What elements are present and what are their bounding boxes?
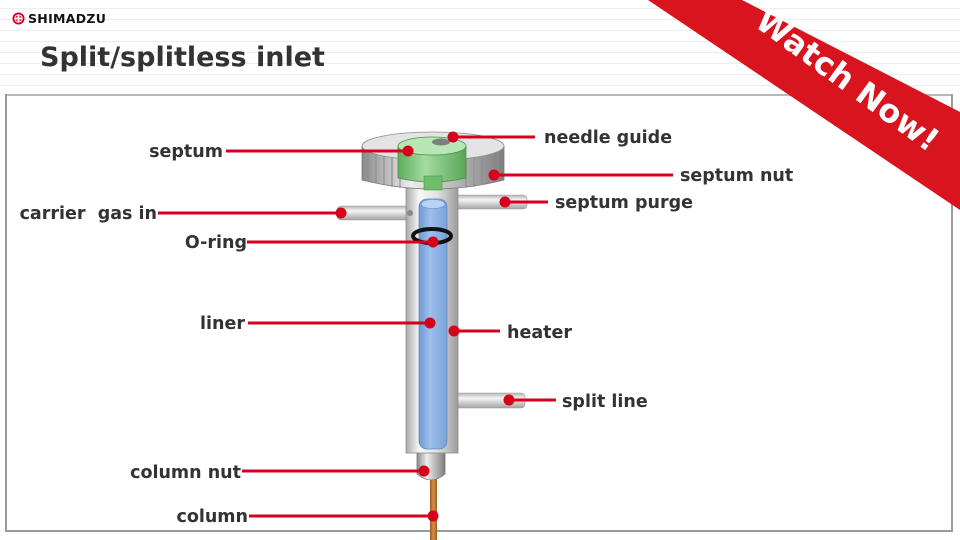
logo-text: SHIMADZU [28, 11, 107, 26]
label-column-nut: column nut [130, 463, 241, 483]
label-heater: heater [507, 323, 572, 343]
label-needle-guide: needle guide [544, 128, 672, 148]
label-septum: septum [149, 142, 223, 162]
leader-dots [335, 131, 515, 522]
label-o-ring: O-ring [185, 233, 247, 253]
column-tube [430, 478, 437, 540]
header-divider [5, 94, 953, 96]
liner-top [420, 199, 446, 209]
label-carrier-gas-in: carrier gas in [20, 204, 157, 224]
label-liner: liner [200, 314, 245, 334]
carrier-gas-port [407, 210, 413, 216]
ruled-background [0, 8, 960, 86]
label-split-line: split line [562, 392, 648, 412]
needle-guide-shape [397, 136, 467, 191]
label-septum-purge: septum purge [555, 193, 693, 213]
leader-lines [158, 135, 673, 518]
watch-now-ribbon[interactable] [648, 0, 960, 210]
shimadzu-logo: SHIMADZU [12, 11, 106, 26]
label-column: column [176, 507, 248, 527]
label-septum-nut: septum nut [680, 166, 793, 186]
shimadzu-logo-icon [12, 12, 25, 25]
page-title: Split/splitless inlet [40, 42, 325, 73]
